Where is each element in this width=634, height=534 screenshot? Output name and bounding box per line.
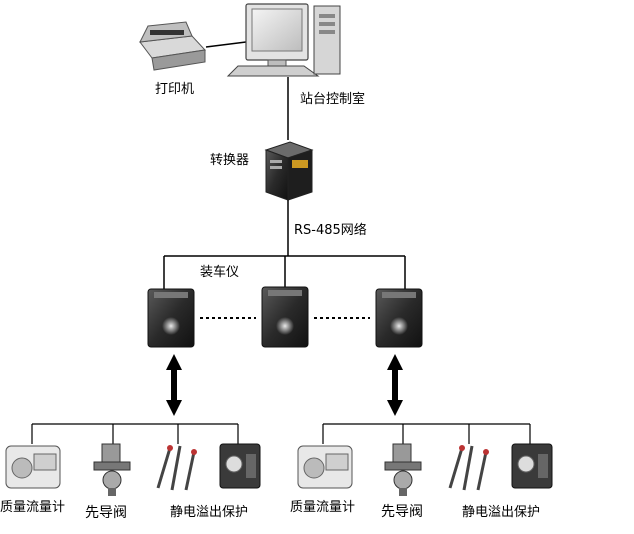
control-room-label: 站台控制室: [300, 91, 365, 107]
pilot-valve-label: 先导阀: [381, 504, 423, 520]
protection-controller-icon: [219, 443, 261, 489]
overflow-protection-label: 静电溢出保护: [170, 505, 248, 520]
flowmeter-label: 质量流量计: [0, 500, 65, 515]
protection-controller-icon: [511, 443, 553, 489]
flowmeter-icon: [297, 445, 353, 489]
flowmeter-icon: [5, 445, 61, 489]
flowmeter-label: 质量流量计: [290, 500, 355, 515]
overflow-probe-icon: [448, 445, 489, 491]
overflow-probe-icon: [156, 445, 197, 491]
pilot-valve-label: 先导阀: [85, 505, 127, 521]
printer-icon: [139, 21, 207, 71]
loader-device-icon: [147, 288, 195, 348]
loader-label: 装车仪: [200, 264, 239, 280]
printer-link: [205, 41, 247, 48]
network-label: RS-485网络: [294, 222, 367, 238]
printer-label: 打印机: [155, 82, 194, 97]
computer-icon: [226, 3, 341, 77]
loader-device-icon: [261, 286, 309, 348]
overflow-protection-label: 静电溢出保护: [462, 505, 540, 520]
converter-label: 转换器: [210, 153, 249, 168]
pilot-valve-icon: [93, 443, 131, 496]
double-arrow-icon: [387, 354, 403, 416]
pilot-valve-icon: [384, 443, 422, 496]
loader-device-icon: [375, 288, 423, 348]
converter-icon: [264, 141, 314, 201]
double-arrow-icon: [166, 354, 182, 416]
